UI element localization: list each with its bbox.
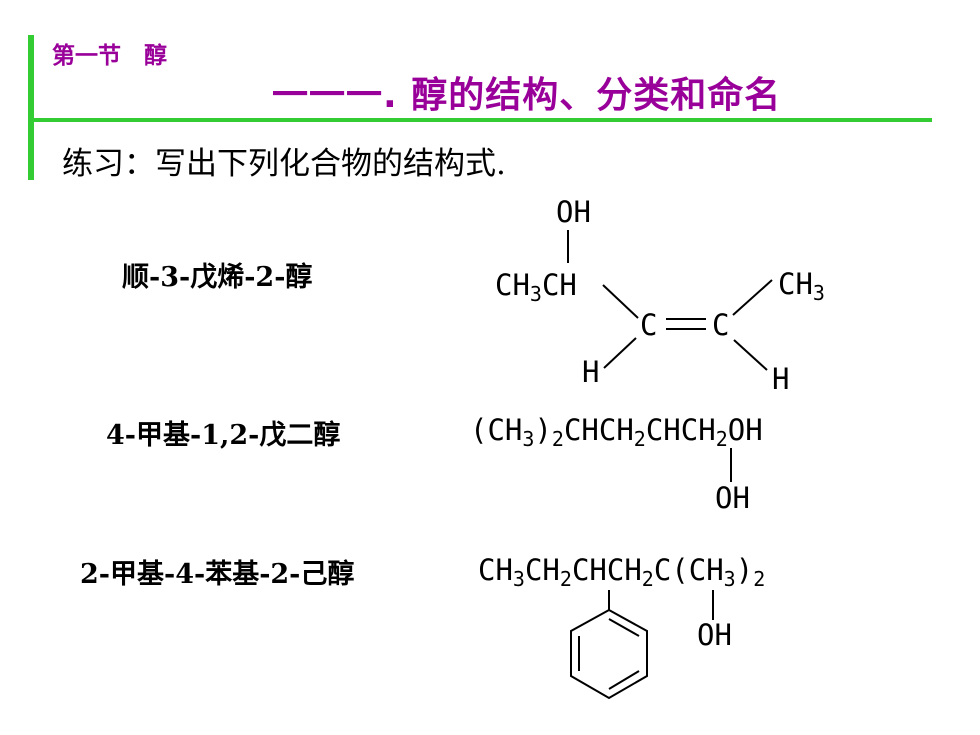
exercise-prompt: 练习：写出下列化合物的结构式. [62,146,506,182]
s1-bond-left-up [602,284,639,319]
s1-h-right-label: H [772,362,789,396]
s1-bond-left-down [603,337,637,369]
s1-bond-right-up [732,279,773,316]
s1-c1-label: C [640,308,657,342]
s3-formula: CH3CH2CHCH2C(CH3)2 [478,553,765,591]
s2-oh-label: OH [715,481,750,515]
s3-oh-label: OH [697,618,732,652]
benzene-ring [570,608,648,700]
structure-2: (CH3)2CHCH2CHCH2OH OH [470,413,763,515]
s1-c2-label: C [712,308,729,342]
s1-oh-label: OH [556,195,591,229]
compound-name-1: 顺-3-戊烯-2-醇 [122,262,313,293]
s1-ch3-right-label: CH3 [778,267,825,305]
benzene-inner-bond-2 [608,670,640,690]
structure-1: OH CH3CH C C CH3 H H [495,195,825,396]
accent-vertical-bar [28,35,34,180]
page-title: 一一一. 醇的结构、分类和命名 [272,75,782,116]
benzene-inner-bond-1 [608,618,640,637]
s1-h-left-label: H [582,355,599,389]
s1-bond-right-down [733,339,768,371]
compound-name-2: 4-甲基-1,2-戊二醇 [106,420,341,451]
s1-ch3ch-label: CH3CH [495,268,577,306]
compound-name-3: 2-甲基-4-苯基-2-己醇 [80,559,355,590]
s2-formula: (CH3)2CHCH2CHCH2OH [470,413,763,451]
title-underline [34,118,932,122]
structure-3: CH3CH2CHCH2C(CH3)2 OH [478,553,765,700]
section-label: 第一节 醇 [52,43,167,69]
